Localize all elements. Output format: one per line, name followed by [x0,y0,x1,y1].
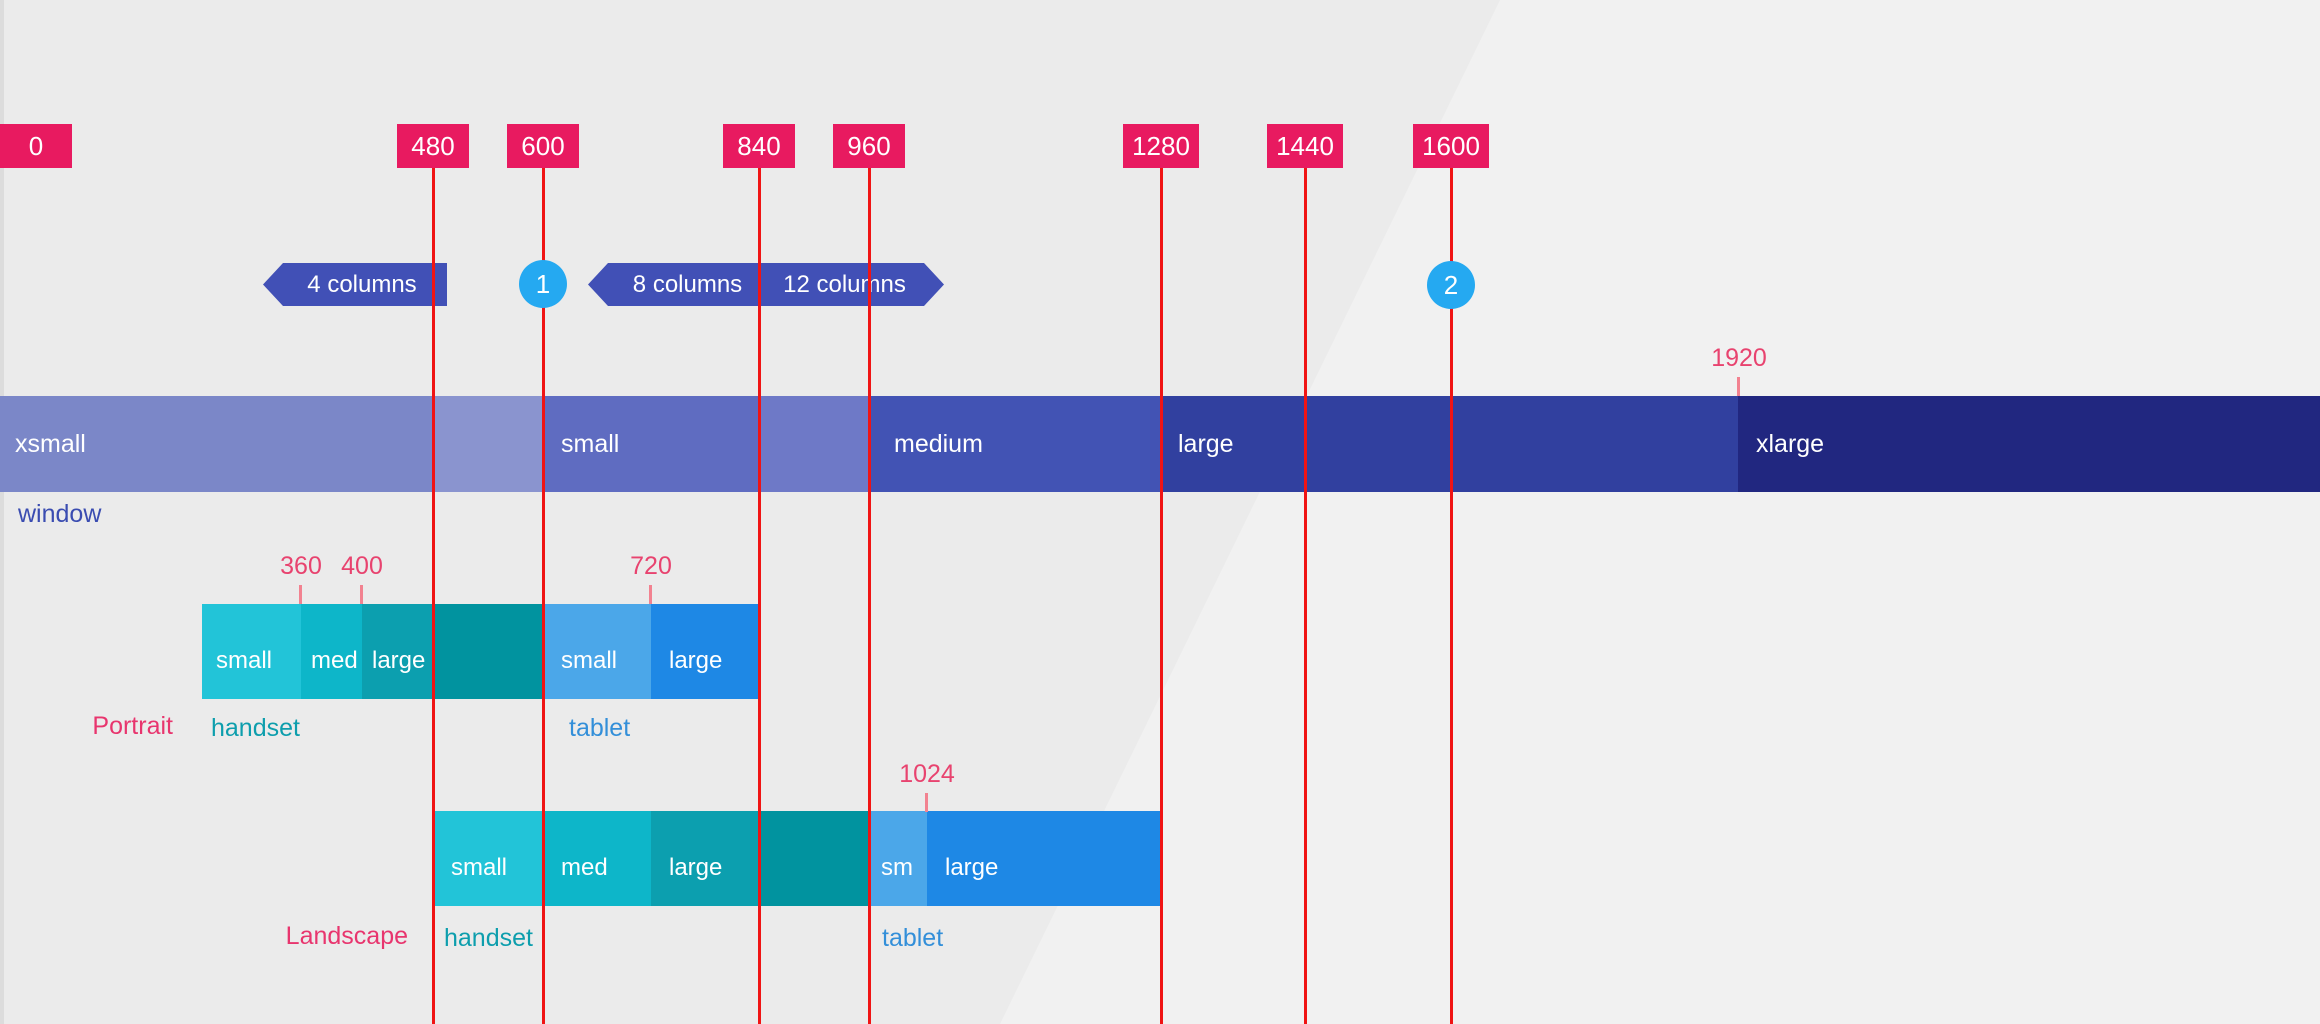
breakpoint-line-1600 [1450,168,1453,1024]
portrait-tablet-segment-small: small [543,604,651,699]
tick-360 [299,585,302,604]
portrait-tablet-segment-large: large [651,604,759,699]
tick-400 [360,585,363,604]
left-edge-strip [0,0,4,1024]
note-1920: 1920 [1711,344,1767,372]
landscape-handset-label-med: med [561,854,608,881]
landscape-tablet-caption: tablet [882,924,944,952]
note-400: 400 [341,552,383,580]
portrait-handset-segment-small: small [202,604,301,699]
landscape-group-label: Landscape [285,922,408,950]
columns-badge-4: 4 columns [263,263,447,306]
portrait-handset-caption: handset [211,714,300,742]
portrait-handset-segment-med: med [301,604,362,699]
window-band-label-xsmall: xsmall [15,429,86,458]
window-band-segment-xlarge: xlarge [1738,396,2320,492]
breakpoint-line-600 [542,168,545,1024]
landscape-handset-label-small: small [451,854,508,881]
portrait-handset-segment-extra [433,604,543,699]
portrait-handset-label-large: large [372,647,426,674]
portrait-tablet-label-small: small [561,647,618,674]
window-band-label-large: large [1178,429,1234,458]
landscape-handset-label-large: large [669,854,723,881]
portrait-handset-label-med: med [311,647,358,674]
breakpoint-line-840 [758,168,761,1024]
tick-1920 [1737,377,1740,396]
portrait-handset-label-small: small [216,647,273,674]
columns-badge-12: 12 columns [759,263,944,306]
portrait-group-label: Portrait [92,712,173,740]
columns-badge-8: 8 columns [588,263,773,306]
ruler-marker-840: 840 [723,124,795,168]
circle-badge-1: 1 [519,260,567,308]
window-band-segment-small: small [543,396,759,492]
ruler-marker-1280: 1280 [1123,124,1199,168]
ruler-marker-1440: 1440 [1267,124,1343,168]
landscape-tablet-segment-sm: sm [869,811,927,906]
note-720: 720 [630,552,672,580]
window-band-segment-xsmall: xsmall [0,396,433,492]
landscape-handset-label-extra [759,882,773,906]
breakpoint-line-1440 [1304,168,1307,1024]
ruler-marker-480: 480 [397,124,469,168]
window-band-segment-medium: medium [869,396,1161,492]
columns-badge-8-label: 8 columns [632,270,743,298]
circle-badge-2: 2 [1427,261,1475,309]
tick-1024 [925,793,928,812]
columns-badge-12-label: 12 columns [783,270,906,298]
window-band-label-medium: medium [894,429,983,458]
landscape-handset-segment-extra [759,811,869,906]
breakpoint-line-960 [868,168,871,1024]
columns-badge-4-label: 4 columns [307,270,417,298]
window-band-label-xlarge: xlarge [1756,429,1825,458]
landscape-handset-segment-small: small [433,811,543,906]
breakpoint-line-480 [432,168,435,1024]
landscape-handset-segment-large: large [651,811,759,906]
window-band-segment-large: large [1161,396,1738,492]
portrait-handset-label-extra [433,675,447,699]
window-band-segment-840-960 [759,396,869,492]
landscape-tablet-label-large: large [945,854,999,881]
window-band-segment-480-600 [433,396,543,492]
note-360: 360 [280,552,322,580]
landscape-tablet-segment-large: large [927,811,1160,906]
landscape-tablet-label-sm: sm [881,854,913,881]
ruler-marker-0: 0 [0,124,72,168]
note-1024: 1024 [899,760,955,788]
tick-720 [649,585,652,604]
portrait-tablet-label-large: large [669,647,723,674]
landscape-handset-segment-med: med [543,811,651,906]
window-caption: window [18,500,102,528]
ruler-marker-960: 960 [833,124,905,168]
portrait-tablet-caption: tablet [569,714,631,742]
ruler-marker-600: 600 [507,124,579,168]
window-band-label-small: small [561,429,620,458]
portrait-handset-segment-large: large [362,604,433,699]
ruler-marker-1600: 1600 [1413,124,1489,168]
breakpoint-line-1280 [1160,168,1163,1024]
landscape-handset-caption: handset [444,924,533,952]
